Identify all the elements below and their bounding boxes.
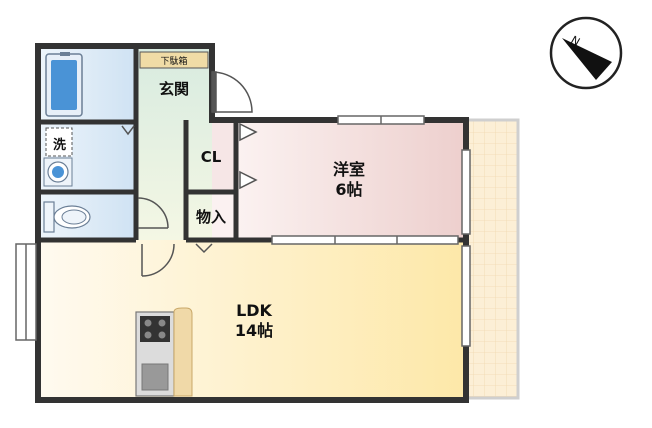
ldk-floor (38, 240, 466, 400)
shoe-box (139, 51, 209, 69)
western-room-label: 洋室 (333, 160, 365, 179)
balcony (462, 118, 520, 400)
doors (121, 71, 258, 277)
ldk-size: 14帖 (235, 321, 273, 340)
toilet (43, 201, 91, 233)
shoe-box-label: 下駄箱 (160, 55, 187, 67)
north-arrow-icon (549, 16, 623, 90)
western-room-size: 6帖 (335, 180, 362, 199)
kitchen-counter (135, 307, 193, 397)
storage-label: 物入 (196, 208, 226, 226)
closet-label: CL (201, 148, 222, 166)
bathtub (45, 52, 83, 117)
windows (15, 115, 471, 347)
washer-marker (45, 127, 73, 157)
western-room-floor (236, 120, 466, 240)
washroom-label: 洗 (53, 137, 66, 153)
washbasin (43, 157, 73, 187)
entrance-label: 玄関 (159, 80, 189, 98)
entrance-floor (136, 48, 212, 240)
walls (35, 43, 469, 403)
ldk-label: LDK (236, 301, 272, 320)
